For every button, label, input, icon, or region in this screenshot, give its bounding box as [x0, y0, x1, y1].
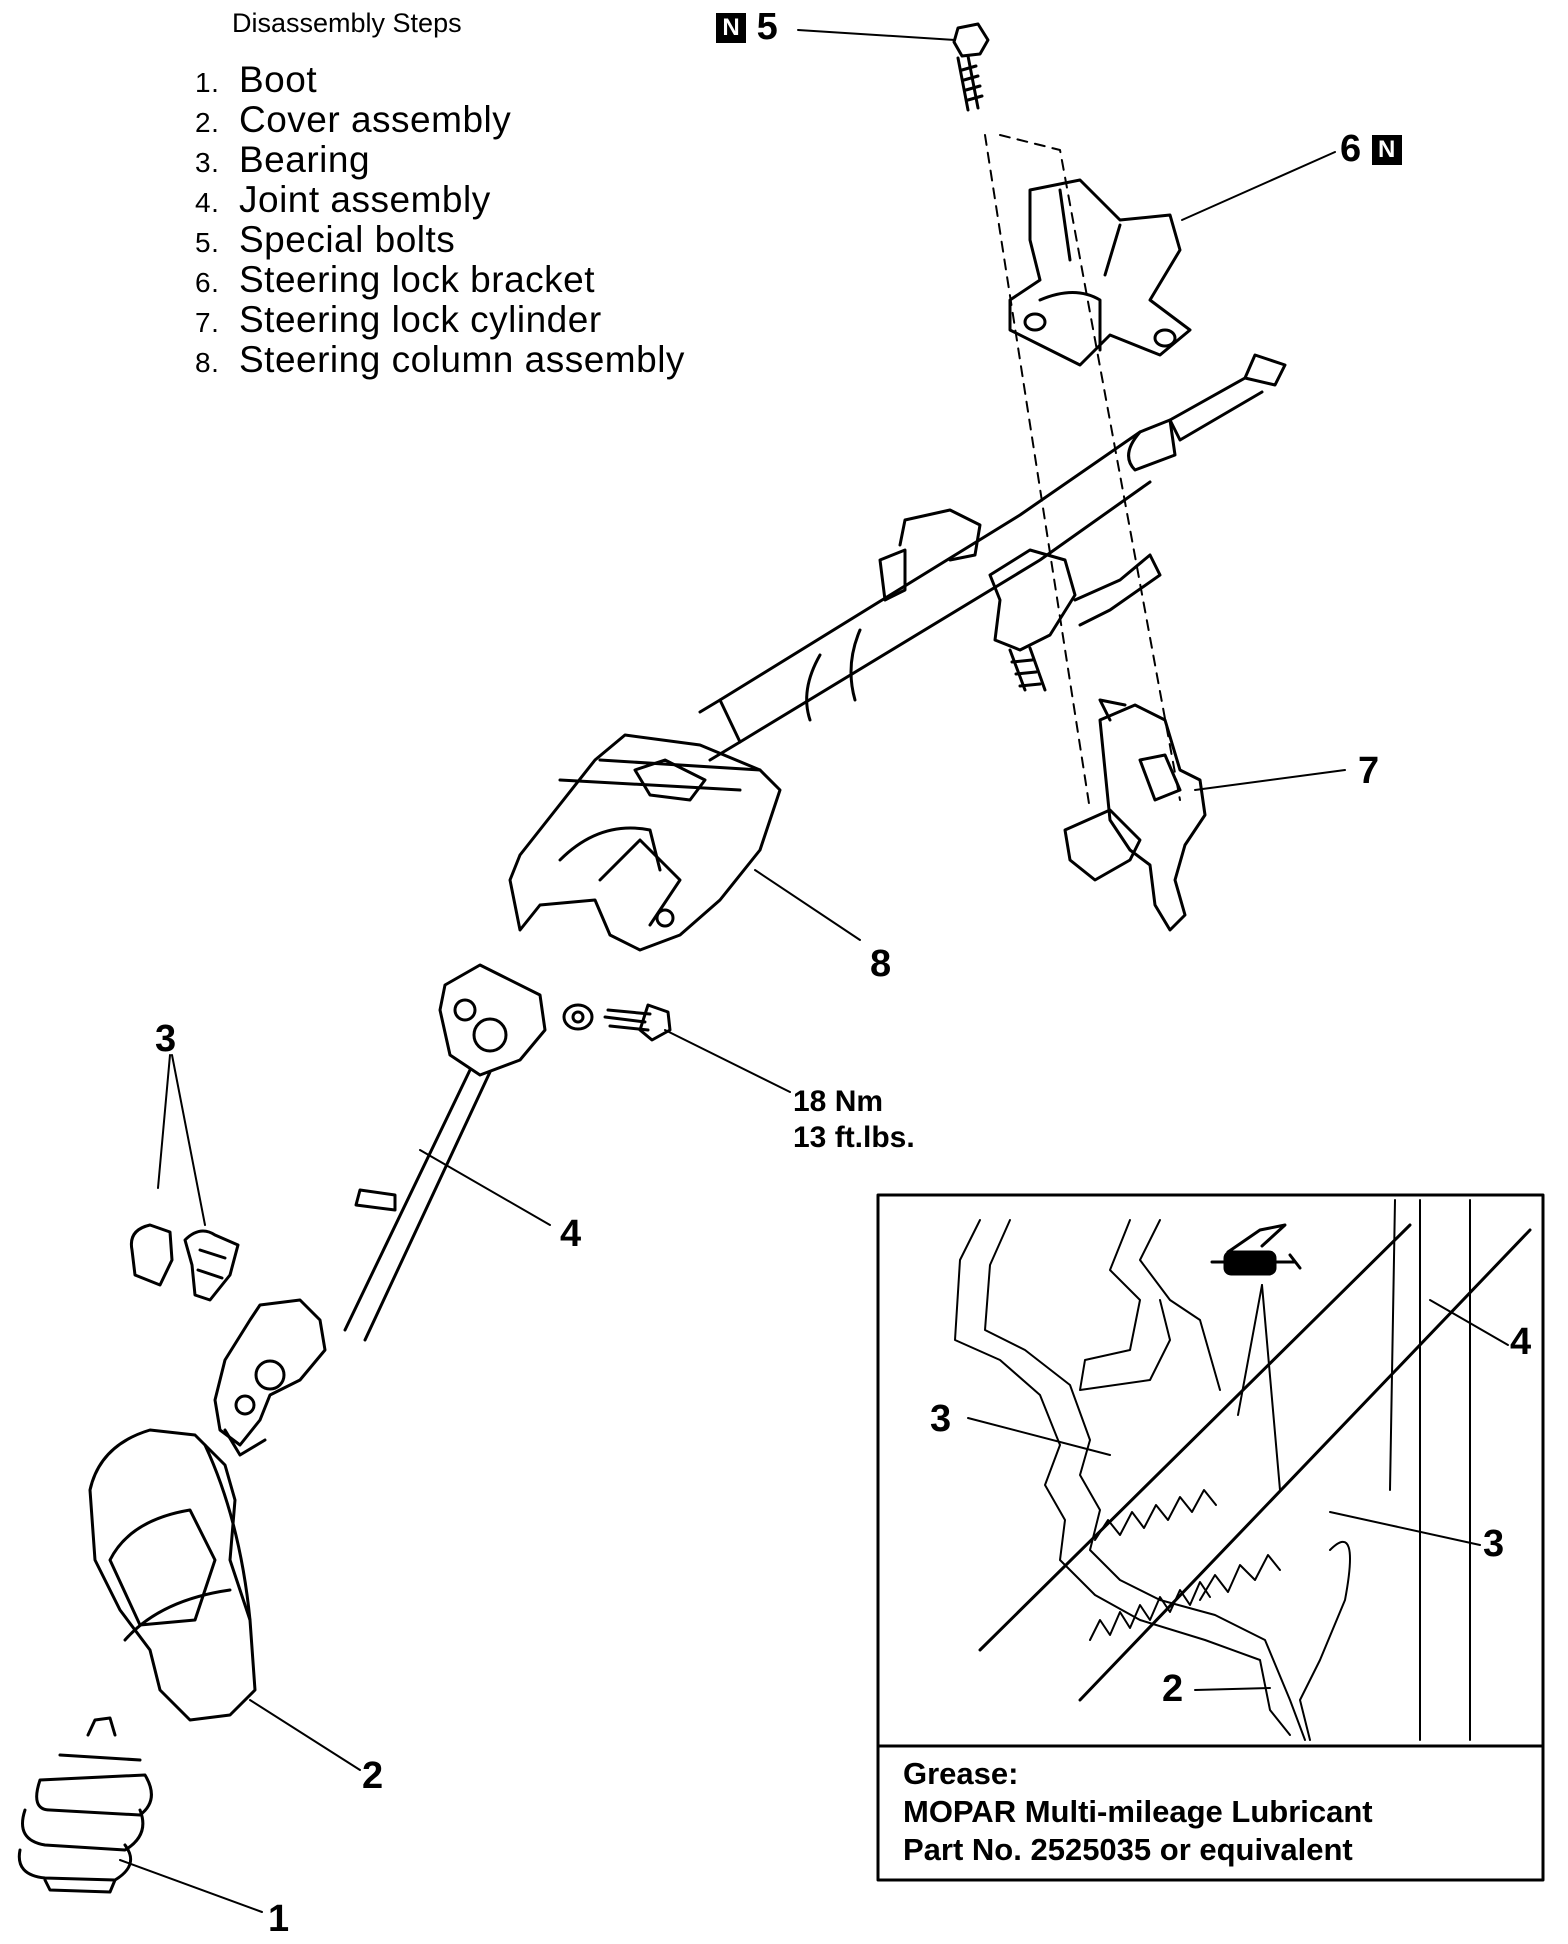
- callout-7: 7: [1358, 750, 1380, 792]
- step-item: 4.Joint assembly: [195, 179, 491, 220]
- disassembly-steps-list: 1.Boot 2.Cover assembly 3.Bearing 4.Join…: [195, 60, 685, 380]
- step-item: 2.Cover assembly: [195, 99, 512, 140]
- joint-assembly: [213, 963, 672, 1457]
- assembly-guide-lines: [984, 134, 1181, 811]
- torque-spec: 18 Nm 13 ft.lbs.: [793, 1084, 915, 1156]
- step-item: 6.Steering lock bracket: [195, 259, 596, 300]
- callout-6: 6 N: [1340, 130, 1402, 168]
- n-badge: N: [716, 13, 746, 43]
- step-label: Bearing: [239, 139, 371, 180]
- step-label: Cover assembly: [239, 99, 512, 140]
- inset-callout-2: 2: [1162, 1668, 1184, 1710]
- inset-callout-3a: 3: [930, 1398, 952, 1440]
- inset-callout-4: 4: [1510, 1321, 1532, 1363]
- step-label: Boot: [239, 59, 318, 100]
- callout-8: 8: [870, 943, 892, 985]
- step-item: 1.Boot: [195, 59, 318, 100]
- steering-column-assembly: [508, 353, 1287, 952]
- callout-1: 1: [268, 1898, 290, 1940]
- cover-assembly: [88, 1428, 257, 1722]
- step-item: 5.Special bolts: [195, 219, 456, 260]
- inset-callout-3b: 3: [1483, 1523, 1505, 1565]
- grease-title: Grease:: [903, 1756, 1019, 1791]
- callout-5: N 5: [716, 8, 778, 46]
- torque-ftlbs: 13 ft.lbs.: [793, 1121, 915, 1154]
- callout-4: 4: [560, 1213, 582, 1255]
- torque-nm: 18 Nm: [793, 1085, 884, 1118]
- inset-detail: [876, 1193, 1545, 1882]
- grease-line-1: MOPAR Multi-mileage Lubricant: [903, 1794, 1373, 1829]
- step-item: 3.Bearing: [195, 139, 371, 180]
- boot: [17, 1716, 153, 1894]
- step-label: Steering column assembly: [239, 339, 685, 380]
- step-label: Steering lock bracket: [239, 259, 596, 300]
- callout-3: 3: [155, 1018, 177, 1060]
- grease-gun-icon: [1210, 1223, 1302, 1276]
- step-item: 7.Steering lock cylinder: [195, 299, 602, 340]
- step-label: Joint assembly: [239, 179, 491, 220]
- step-label: Steering lock cylinder: [239, 299, 602, 340]
- steering-lock-cylinder: [1063, 698, 1207, 932]
- step-item: 8.Steering column assembly: [195, 339, 685, 380]
- leader-lines: [119, 29, 1346, 1913]
- n-badge: N: [1371, 135, 1402, 165]
- grease-note: Grease: MOPAR Multi-mileage Lubricant Pa…: [903, 1755, 1373, 1869]
- steering-lock-bracket: [1008, 178, 1192, 367]
- step-label: Special bolts: [239, 219, 456, 260]
- bearings: [129, 1223, 240, 1302]
- callout-2: 2: [362, 1755, 384, 1797]
- special-bolt: [952, 22, 990, 112]
- page-title: Disassembly Steps: [232, 8, 462, 38]
- grease-line-2: Part No. 2525035 or equivalent: [903, 1832, 1353, 1867]
